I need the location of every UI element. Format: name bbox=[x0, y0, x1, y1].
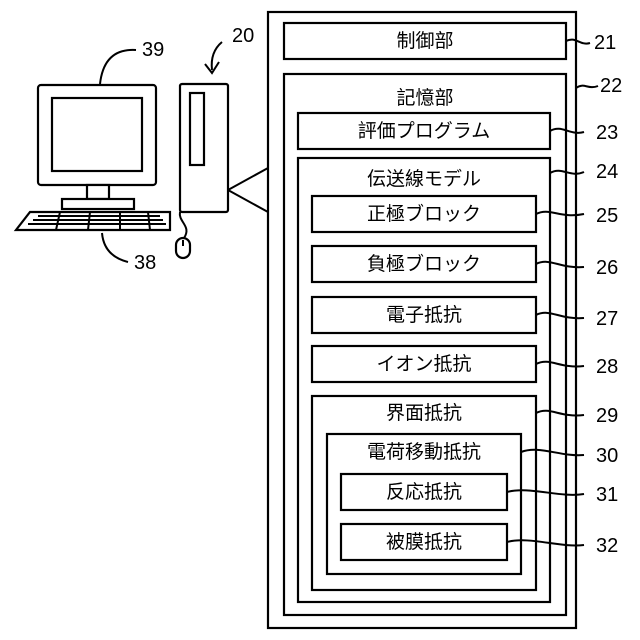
ref-negative-electrode-block: 26 bbox=[596, 257, 618, 279]
computer-tower-icon bbox=[180, 84, 228, 212]
interface-resistance-label: 界面抵抗 bbox=[386, 402, 462, 424]
ref-film-resistance: 32 bbox=[596, 535, 618, 557]
electronic-resistance-label: 電子抵抗 bbox=[386, 304, 462, 326]
evaluation-program-label: 評価プログラム bbox=[358, 120, 490, 142]
ref-control-unit: 21 bbox=[594, 32, 616, 54]
negative-electrode-block-label: 負極ブロック bbox=[367, 252, 481, 275]
film-resistance-label: 被膜抵抗 bbox=[386, 531, 462, 553]
ref-keyboard: 38 bbox=[134, 252, 156, 274]
ref-interface-resistance: 29 bbox=[596, 405, 618, 427]
ref-transmission-line-model: 24 bbox=[596, 161, 618, 183]
ref-charge-transfer-resistance: 30 bbox=[596, 445, 618, 467]
ionic-resistance-label: イオン抵抗 bbox=[376, 353, 471, 375]
ref-ionic-resistance: 28 bbox=[596, 356, 618, 378]
ref-reaction-resistance: 31 bbox=[596, 484, 618, 506]
keyboard-icon bbox=[16, 212, 170, 230]
reaction-resistance-label: 反応抵抗 bbox=[386, 481, 462, 503]
control-unit-label: 制御部 bbox=[396, 30, 453, 52]
ref-monitor: 39 bbox=[142, 39, 164, 61]
ref-electronic-resistance: 27 bbox=[596, 308, 618, 330]
ref-evaluation-program: 23 bbox=[596, 122, 618, 144]
storage-unit-label: 記憶部 bbox=[396, 87, 453, 109]
monitor-icon bbox=[38, 85, 156, 209]
charge-transfer-resistance-label: 電荷移動抵抗 bbox=[367, 441, 481, 463]
ref-positive-electrode-block: 25 bbox=[596, 205, 618, 227]
ref-apparatus: 20 bbox=[232, 25, 254, 47]
computer-illustration bbox=[16, 42, 268, 262]
positive-electrode-block-label: 正極ブロック bbox=[367, 202, 481, 225]
transmission-line-model-label: 伝送線モデル bbox=[367, 168, 481, 190]
ref-storage-unit: 22 bbox=[600, 75, 622, 97]
mouse-icon bbox=[176, 212, 190, 258]
